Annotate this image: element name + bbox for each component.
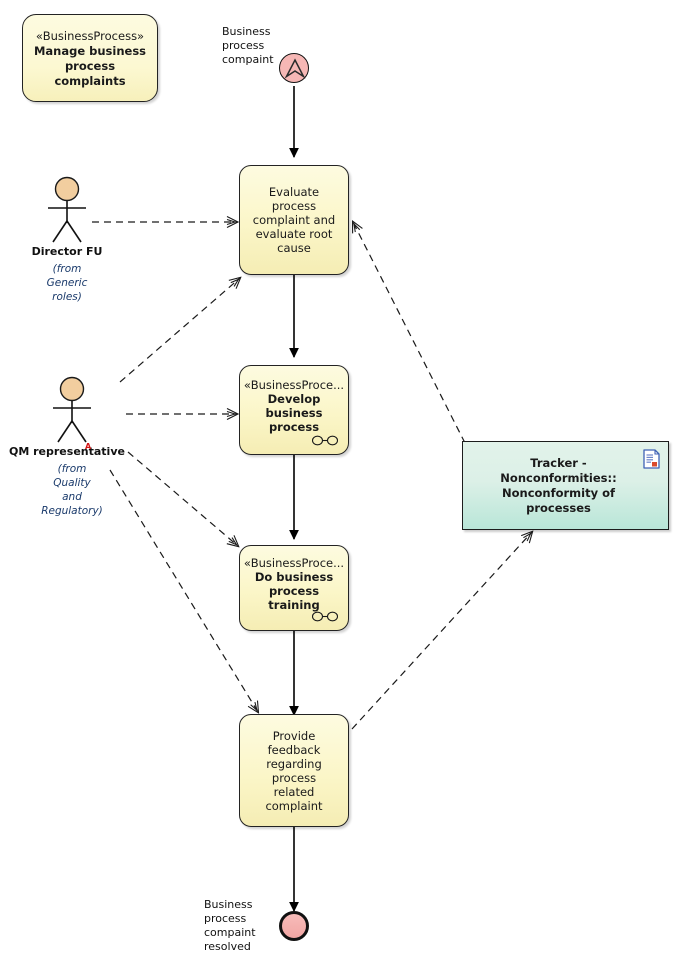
activity-title-line3: evaluate root cause xyxy=(255,227,333,255)
start-node[interactable] xyxy=(279,53,309,83)
edge-feedback-to-tracker xyxy=(351,532,532,730)
start-label-line1: Business xyxy=(222,25,271,38)
from-line4: Regulatory) xyxy=(41,505,103,517)
activity-title-line2: training xyxy=(268,598,320,612)
start-label-line3: compaint xyxy=(222,53,274,66)
activity-evaluate-process-complaint[interactable]: Evaluate process complaint and evaluate … xyxy=(239,165,349,275)
tracker-title-line2: Nonconformity of processes xyxy=(501,486,616,515)
actor-qm-representative[interactable]: QM representative A (from Quality and Re… xyxy=(9,376,125,518)
tracker-nonconformities[interactable]: Tracker - Nonconformities:: Nonconformit… xyxy=(462,441,669,530)
composite-subactivity-icon xyxy=(312,611,338,622)
end-node[interactable] xyxy=(279,911,309,941)
end-label-line3: compaint xyxy=(204,926,256,939)
activity-provide-feedback[interactable]: Provide feedback regarding process relat… xyxy=(239,714,349,827)
activity-develop-business-process[interactable]: «BusinessProce... Develop business proce… xyxy=(239,365,349,455)
bp-note-stereotype: «BusinessProcess» xyxy=(35,29,145,43)
activity-title-line1: Provide feedback xyxy=(267,728,321,757)
edge-qm-to-training xyxy=(127,451,238,546)
bp-note-title-line2: complaints xyxy=(54,74,126,88)
edge-tracker-to-evaluate xyxy=(353,222,466,444)
end-label-line4: resolved xyxy=(204,940,251,953)
signal-receipt-icon xyxy=(284,58,306,79)
from-line2: Quality xyxy=(53,477,91,489)
from-line1: (from xyxy=(57,463,87,475)
document-icon xyxy=(643,449,660,469)
activity-title-line2: regarding process xyxy=(266,756,322,785)
edge-qm-to-feedback xyxy=(109,469,258,712)
activity-stereotype: «BusinessProce... xyxy=(243,556,345,570)
start-label-line2: process xyxy=(222,39,265,52)
actor-director-fu-from: (from Generic roles) xyxy=(22,262,112,304)
end-node-label: Business process compaint resolved xyxy=(204,898,276,954)
end-label-line2: process xyxy=(204,912,247,925)
actor-figure-icon xyxy=(53,376,91,443)
tracker-title-line1: Tracker - Nonconformities:: xyxy=(500,456,617,485)
activity-do-business-process-training[interactable]: «BusinessProce... Do business process tr… xyxy=(239,545,349,631)
activity-title-line1: Evaluate process xyxy=(268,185,320,213)
actor-qm-representative-name: QM representative xyxy=(9,445,125,458)
actor-qm-marker-a: A xyxy=(85,442,92,451)
actor-qm-representative-from: (from Quality and Regulatory) xyxy=(27,462,117,518)
bp-note-title-line1: Manage business process xyxy=(33,44,147,73)
actor-director-fu[interactable]: Director FU (from Generic roles) xyxy=(22,176,112,304)
from-line1: (from xyxy=(52,263,82,275)
activity-title-line1: Develop business xyxy=(265,392,323,420)
start-node-label: Business process compaint xyxy=(222,25,292,67)
from-line3: and xyxy=(62,491,82,503)
end-label-line1: Business xyxy=(204,898,253,911)
edge-qm-to-evaluate xyxy=(119,278,240,383)
actor-director-fu-name: Director FU xyxy=(31,245,103,258)
actor-figure-icon xyxy=(48,176,86,243)
activity-title-line1: Do business process xyxy=(254,570,334,598)
from-line3: roles) xyxy=(52,291,82,303)
activity-stereotype: «BusinessProce... xyxy=(243,378,345,392)
activity-title-line3: related complaint xyxy=(265,784,323,813)
activity-title-line2: process xyxy=(268,420,320,434)
activity-title-line2: complaint and xyxy=(252,213,336,227)
business-process-note[interactable]: «BusinessProcess» Manage business proces… xyxy=(22,14,158,102)
composite-subactivity-icon xyxy=(312,435,338,446)
from-line2: Generic xyxy=(46,277,88,289)
